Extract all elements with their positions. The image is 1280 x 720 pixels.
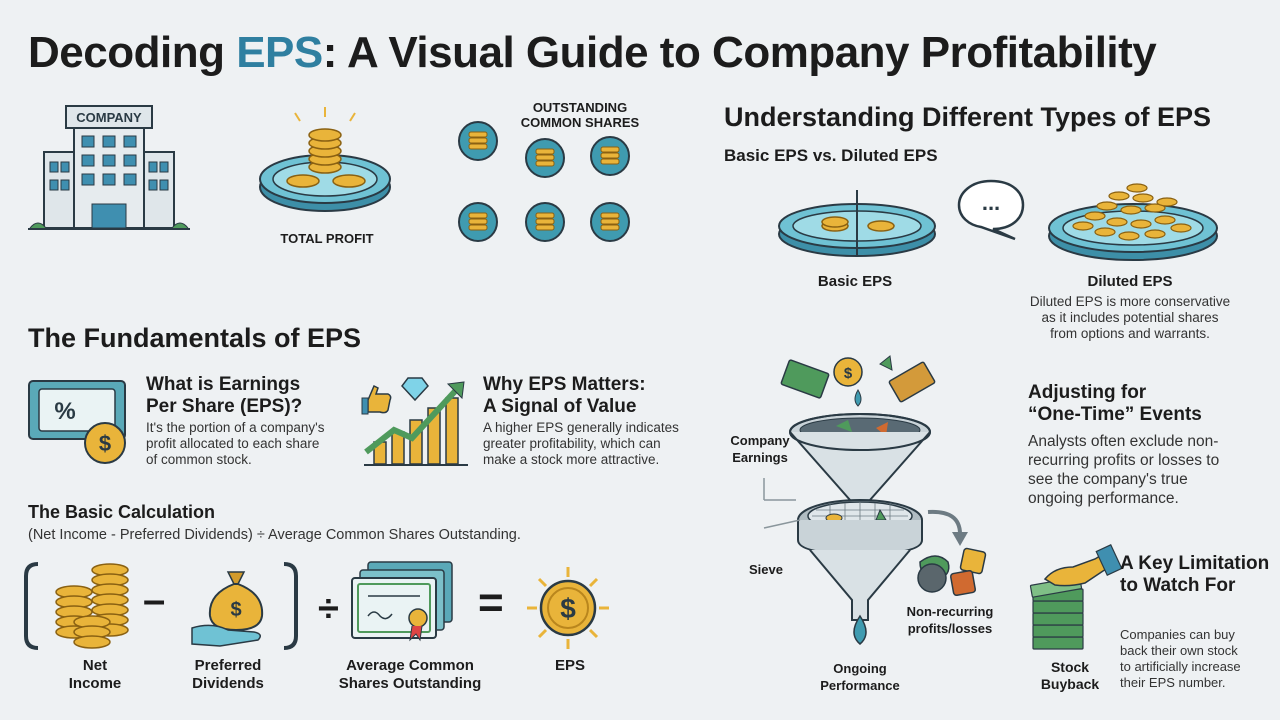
stock-buyback-icon: [1029, 544, 1123, 650]
growth-chart-icon: [361, 377, 468, 466]
average-shares-label: Average Common Shares Outstanding: [338, 657, 482, 692]
total-profit-label: TOTAL PROFIT: [280, 231, 374, 246]
limitation-text: Companies can buy back their own stock t…: [1120, 627, 1241, 690]
earnings-funnel-sieve-diagram: $: [763, 355, 987, 645]
why-eps-matters-text: A higher EPS generally indicates greater…: [483, 420, 679, 467]
total-profit-coin-dish-icon: [259, 107, 391, 212]
types-subheading: Basic EPS vs. Diluted EPS: [724, 146, 938, 165]
company-sign: COMPANY: [76, 110, 142, 125]
preferred-dividends-label: Preferred Dividends: [192, 657, 264, 692]
nonrecurring-label: Non-recurring profits/losses: [906, 604, 994, 636]
fundamentals-heading: The Fundamentals of EPS: [28, 323, 362, 353]
sieve-label: Sieve: [749, 562, 783, 577]
calculation-heading: The Basic Calculation: [28, 502, 216, 522]
what-is-eps-text: It's the portion of a company's profit a…: [146, 420, 325, 467]
svg-text:$: $: [99, 431, 111, 456]
svg-text:%: %: [54, 398, 75, 425]
divide-operator: ÷: [318, 588, 339, 630]
bubble-dots: ...: [982, 190, 1000, 215]
falling-money-icon: $: [780, 355, 936, 407]
adjusting-heading: Adjusting for “One-Time” Events: [1028, 382, 1202, 425]
limitation-heading: A Key Limitation to Watch For: [1120, 553, 1270, 596]
equals-operator: =: [478, 578, 504, 627]
calculation-formula: (Net Income - Preferred Dividends) ÷ Ave…: [28, 527, 521, 543]
title-highlight: EPS: [236, 28, 323, 77]
eps-coin-icon: $: [527, 567, 609, 649]
share-certificate-icon: [351, 561, 453, 642]
net-income-label: Net Income: [68, 657, 122, 692]
speech-bubble-icon: ...: [957, 179, 1025, 241]
eps-result-label: EPS: [554, 657, 585, 674]
outstanding-shares-coins-icon: [458, 121, 630, 242]
formula-left-group: $: [24, 562, 298, 650]
diluted-eps-description: Diluted EPS is more conservative as it i…: [1029, 294, 1231, 341]
page-title: Decoding EPS: A Visual Guide to Company …: [28, 28, 1157, 77]
nonrecurring-items-icon: [917, 547, 987, 597]
net-income-coins-icon: [55, 563, 129, 649]
adjusting-text: Analysts often exclude non- recurring pr…: [1028, 433, 1220, 507]
svg-text:$: $: [844, 365, 853, 382]
basic-eps-dish-icon: [778, 190, 936, 257]
svg-text:$: $: [560, 593, 576, 624]
diluted-eps-label: Diluted EPS: [1087, 273, 1173, 290]
outstanding-shares-label: OUTSTANDING COMMON SHARES: [520, 100, 640, 130]
percent-dollar-card-icon: % $: [28, 380, 126, 464]
diluted-eps-dish-icon: [1048, 183, 1218, 261]
stock-buyback-label: Stock Buyback: [1040, 659, 1100, 692]
why-eps-matters-title: Why EPS Matters: A Signal of Value: [483, 374, 646, 417]
company-earnings-label: Company Earnings: [730, 433, 790, 465]
what-is-eps-title: What is Earnings Per Share (EPS)?: [146, 374, 303, 417]
minus-operator: –: [143, 578, 166, 622]
svg-text:$: $: [230, 599, 241, 621]
types-heading: Understanding Different Types of EPS: [724, 102, 1212, 132]
ongoing-performance-label: Ongoing Performance: [820, 661, 900, 693]
basic-eps-label: Basic EPS: [817, 273, 893, 290]
preferred-dividends-bag-icon: $: [191, 571, 264, 647]
company-building-icon: COMPANY: [28, 105, 190, 230]
